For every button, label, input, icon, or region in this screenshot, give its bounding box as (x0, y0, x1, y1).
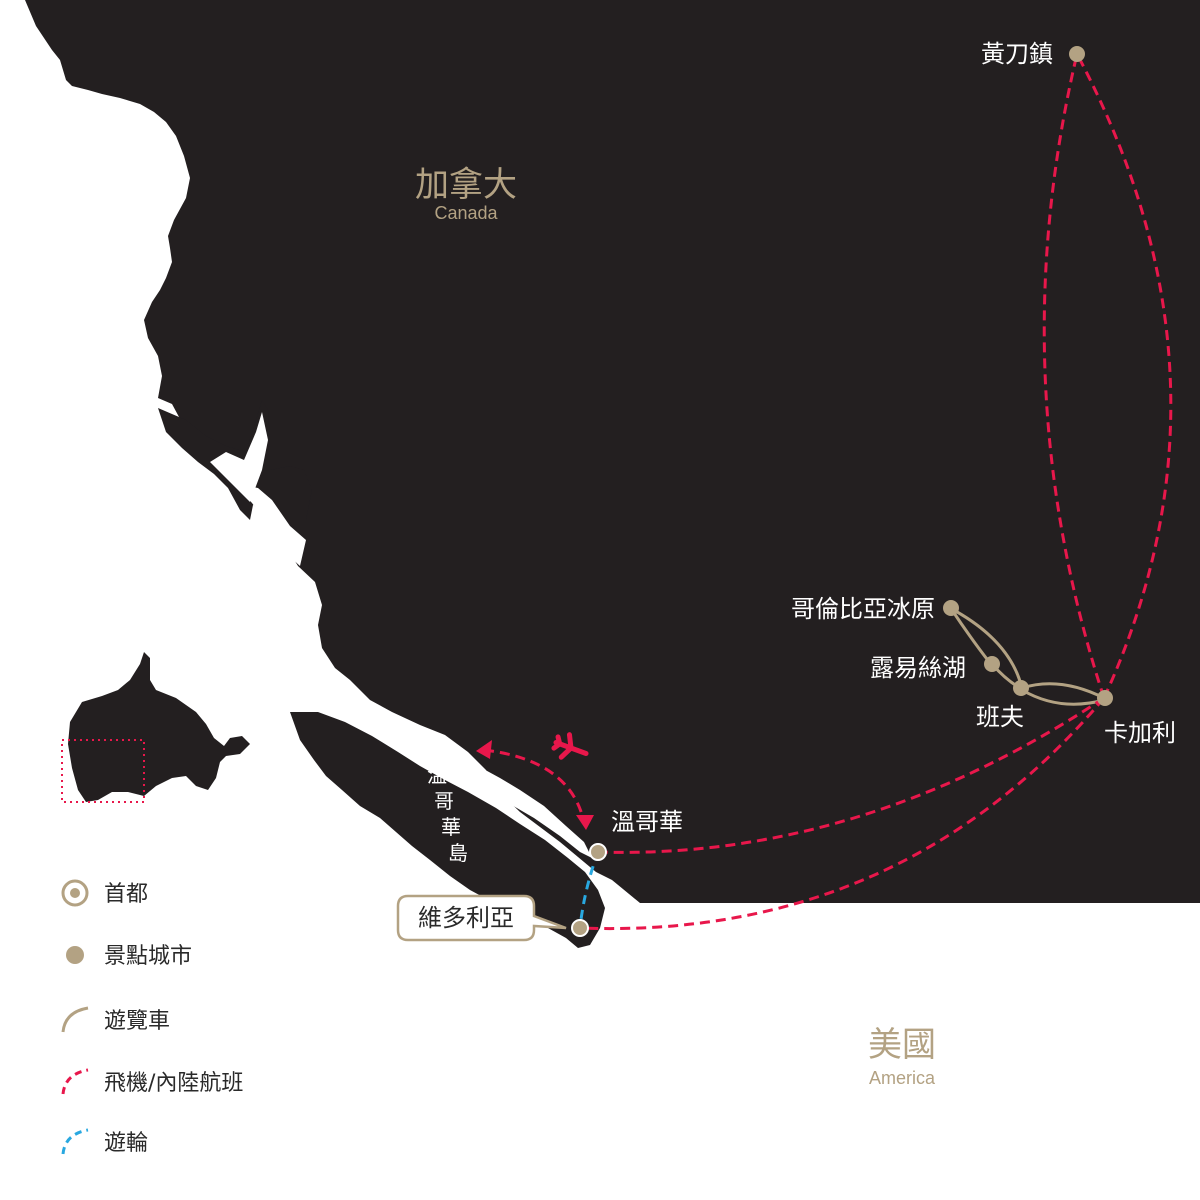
legend-label-capital: 首都 (104, 882, 148, 907)
city-dot-icon (943, 600, 959, 616)
strait-channel (478, 766, 592, 858)
city-dot-icon (1069, 46, 1085, 62)
flight-route-calgary-vancouver (597, 696, 1105, 854)
flight-route-calgary-yellowknife (1042, 53, 1106, 699)
city-label-yellowknife: 黃刀鎮 (981, 40, 1053, 68)
city-dot-icon (1097, 690, 1113, 706)
bus-route-banff-calgary (1021, 682, 1105, 700)
legend-label-city: 景點城市 (104, 944, 192, 969)
inset-canada-map (68, 652, 250, 802)
flight-dashed-arc-icon (61, 1068, 89, 1095)
city-dot-icon (66, 946, 84, 964)
city-dot-icon (984, 656, 1000, 672)
vancouver-island (290, 712, 605, 948)
coastal-inlet (236, 484, 306, 566)
arrow-head-icon (576, 815, 594, 830)
cruise-dashed-arc-icon (61, 1128, 89, 1155)
bus-route-icefield-banff (949, 606, 1024, 689)
island-label-char: 華 (441, 815, 461, 839)
legend-label-bus: 遊覽車 (104, 1009, 170, 1034)
city-dot-icon (1013, 680, 1029, 696)
region-label-usa-en: America (869, 1068, 936, 1088)
city-label-lake-louise: 露易絲湖 (870, 654, 966, 682)
legend: 首都 景點城市 遊覽車 飛機/內陸航班 遊輪 (61, 879, 243, 1156)
city-dot-icon (571, 919, 589, 937)
bus-arc-icon (61, 1006, 89, 1033)
island-label-char: 哥 (434, 789, 454, 813)
flight-route-strait-crossing (483, 748, 586, 823)
coastal-inlet (210, 412, 268, 502)
island-label-char: 島 (448, 841, 468, 865)
city-dot-icon (589, 843, 607, 861)
canada-landmass (25, 0, 1200, 903)
city-label-vancouver: 溫哥華 (611, 808, 683, 836)
capital-ring-icon (70, 888, 80, 898)
victoria-callout: 維多利亞 (396, 894, 567, 942)
flight-route-calgary-victoria (579, 697, 1106, 931)
airplane-icon (551, 732, 589, 760)
island-label-char: 溫 (427, 763, 447, 787)
city-label-columbia-icefield: 哥倫比亞冰原 (791, 595, 935, 623)
arrow-head-icon (476, 740, 492, 759)
city-label-banff: 班夫 (976, 703, 1024, 731)
region-label-canada: 加拿大 (415, 165, 517, 205)
legend-label-flight: 飛機/內陸航班 (104, 1071, 243, 1096)
region-label-usa: 美國 (868, 1025, 936, 1065)
region-label-canada-en: Canada (434, 203, 498, 223)
city-label-calgary: 卡加利 (1104, 719, 1176, 747)
flight-route-calgary-yellowknife (1075, 53, 1173, 699)
legend-label-cruise: 遊輪 (104, 1131, 148, 1156)
city-label-victoria: 維多利亞 (418, 904, 514, 932)
capital-ring-icon (61, 879, 89, 907)
